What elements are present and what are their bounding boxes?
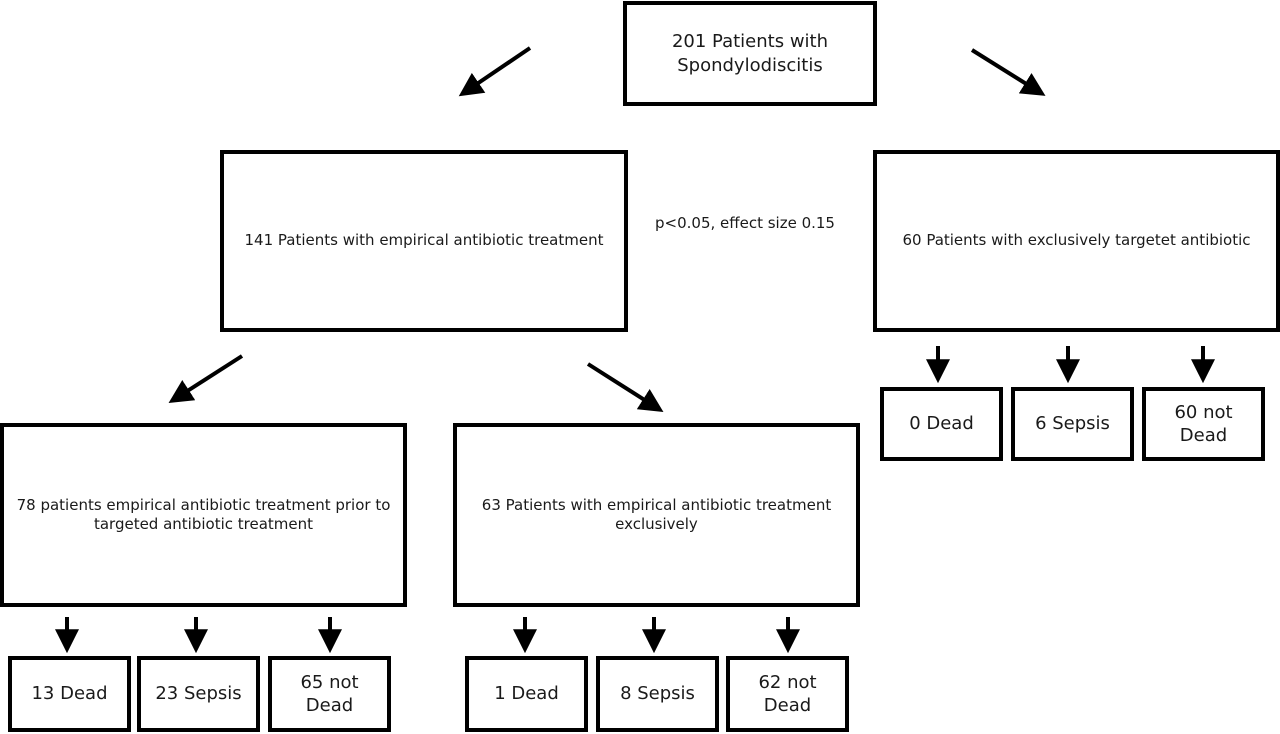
only-sepsis-label: 8 Sepsis — [620, 683, 695, 705]
prior-dead-box: 13 Dead — [8, 656, 131, 732]
prior-targeted-box: 78 patients empirical antibiotic treatme… — [0, 423, 407, 607]
prior-sepsis-label: 23 Sepsis — [155, 683, 242, 705]
arrow-empirical-to-only — [586, 362, 664, 413]
only-dead-label: 1 Dead — [494, 683, 559, 705]
targeted-label: 60 Patients with exclusively targetet an… — [902, 231, 1251, 250]
only-notdead-label: 62 not Dead — [758, 671, 817, 716]
empirical-box: 141 Patients with empirical antibiotic t… — [220, 150, 628, 332]
targeted-box: 60 Patients with exclusively targetet an… — [873, 150, 1280, 332]
arrow-empirical-to-prior — [168, 354, 244, 404]
prior-notdead-box: 65 not Dead — [268, 656, 391, 732]
arrow-root-to-empirical — [458, 46, 532, 97]
arrow-root-to-targeted — [970, 48, 1046, 96]
targeted-sepsis-label: 6 Sepsis — [1035, 413, 1110, 435]
only-sepsis-box: 8 Sepsis — [596, 656, 719, 732]
targeted-notdead-box: 60 not Dead — [1142, 387, 1265, 461]
root-label: 201 Patients with Spondylodiscitis — [671, 31, 829, 76]
targeted-dead-label: 0 Dead — [909, 413, 974, 435]
only-notdead-box: 62 not Dead — [726, 656, 849, 732]
prior-dead-label: 13 Dead — [31, 683, 108, 705]
root-box: 201 Patients with Spondylodiscitis — [623, 1, 877, 106]
empirical-label: 141 Patients with empirical antibiotic t… — [244, 231, 604, 250]
targeted-notdead-label: 60 not Dead — [1174, 401, 1233, 446]
empirical-only-label: 63 Patients with empirical antibiotic tr… — [481, 495, 832, 534]
targeted-dead-box: 0 Dead — [880, 387, 1003, 461]
stat-note: p<0.05, effect size 0.15 — [655, 214, 835, 232]
empirical-only-box: 63 Patients with empirical antibiotic tr… — [453, 423, 860, 607]
prior-notdead-label: 65 not Dead — [300, 671, 359, 716]
targeted-sepsis-box: 6 Sepsis — [1011, 387, 1134, 461]
prior-sepsis-box: 23 Sepsis — [137, 656, 260, 732]
only-dead-box: 1 Dead — [465, 656, 588, 732]
prior-targeted-label: 78 patients empirical antibiotic treatme… — [16, 495, 391, 534]
